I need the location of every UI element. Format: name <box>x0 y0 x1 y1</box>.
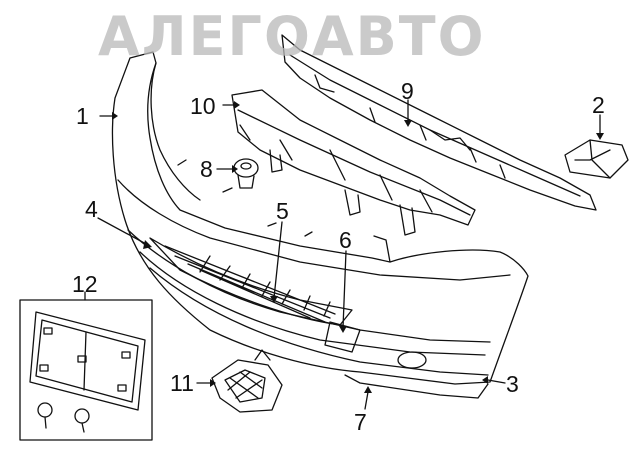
callout-7: 7 <box>354 409 367 435</box>
callout-1: 1 <box>76 103 89 129</box>
side-bracket <box>564 139 629 179</box>
callout-10: 10 <box>190 93 216 119</box>
callout-11: 11 <box>170 370 194 396</box>
callout-4: 4 <box>85 196 98 222</box>
callout-5: 5 <box>276 198 289 224</box>
callout-12: 12 <box>72 271 98 297</box>
upper-absorber <box>281 34 597 211</box>
grille-insert <box>149 237 353 326</box>
callout-2: 2 <box>592 92 605 118</box>
watermark-logo: АЛЕГОАВТО <box>98 5 486 68</box>
impact-bar <box>231 89 476 236</box>
retainer-clip <box>233 158 259 189</box>
leader-lines <box>84 99 601 410</box>
callout-3: 3 <box>506 371 519 397</box>
callout-9: 9 <box>401 78 414 104</box>
callout-6: 6 <box>339 227 352 253</box>
bumper-cover <box>111 51 529 399</box>
callout-8: 8 <box>200 156 213 182</box>
license-bracket-box <box>19 299 153 441</box>
arrow-heads <box>112 101 604 393</box>
fog-lamp-bracket <box>211 349 283 413</box>
